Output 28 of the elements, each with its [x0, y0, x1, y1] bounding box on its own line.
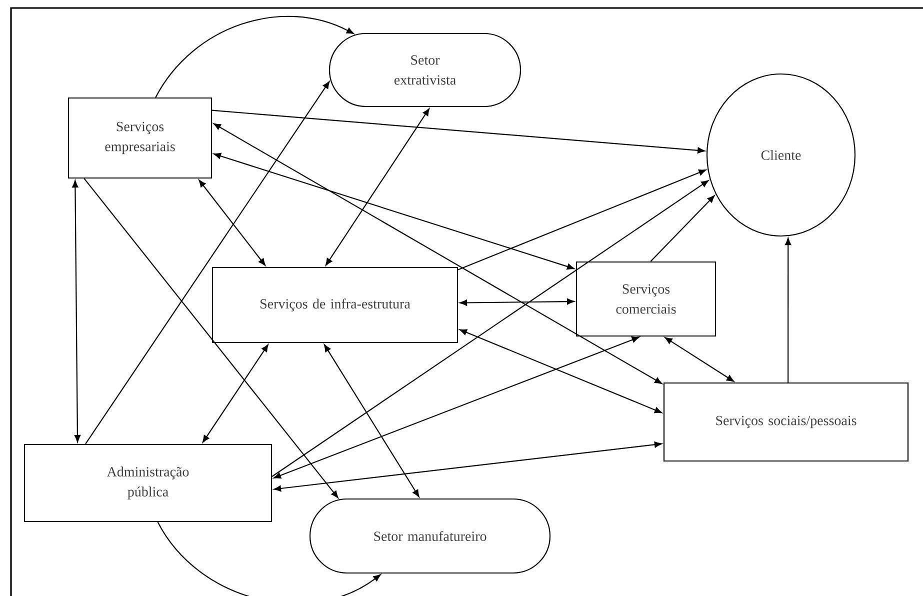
arrow	[274, 336, 640, 479]
arrow	[272, 180, 709, 477]
sector-terminal: Setor extrativista	[328, 32, 522, 108]
arrow	[84, 178, 338, 498]
arrow	[650, 195, 715, 262]
arrow	[214, 152, 574, 270]
arrow	[72, 180, 81, 442]
process-box: Serviços comerciais	[576, 261, 716, 337]
arrow	[460, 298, 574, 306]
arrow	[213, 123, 662, 384]
process-box: Serviços sociais/pessoais	[663, 382, 909, 462]
arrow	[664, 337, 734, 382]
arrow	[274, 442, 662, 492]
process-box: Administração pública	[24, 444, 272, 522]
arrow	[460, 329, 662, 414]
arrow	[155, 16, 354, 98]
arrow	[202, 344, 268, 443]
arrow	[325, 108, 430, 266]
arrow	[212, 110, 705, 154]
arrow	[85, 81, 330, 444]
arrow	[458, 170, 706, 270]
arrow	[157, 522, 381, 596]
arrow	[324, 344, 420, 498]
arrow	[785, 238, 792, 382]
process-box: Serviços de infra-estrutura	[212, 266, 458, 344]
process-box: Serviços empresariais	[68, 97, 212, 179]
sector-terminal: Setor manufatureiro	[309, 498, 551, 574]
arrow	[198, 180, 266, 266]
